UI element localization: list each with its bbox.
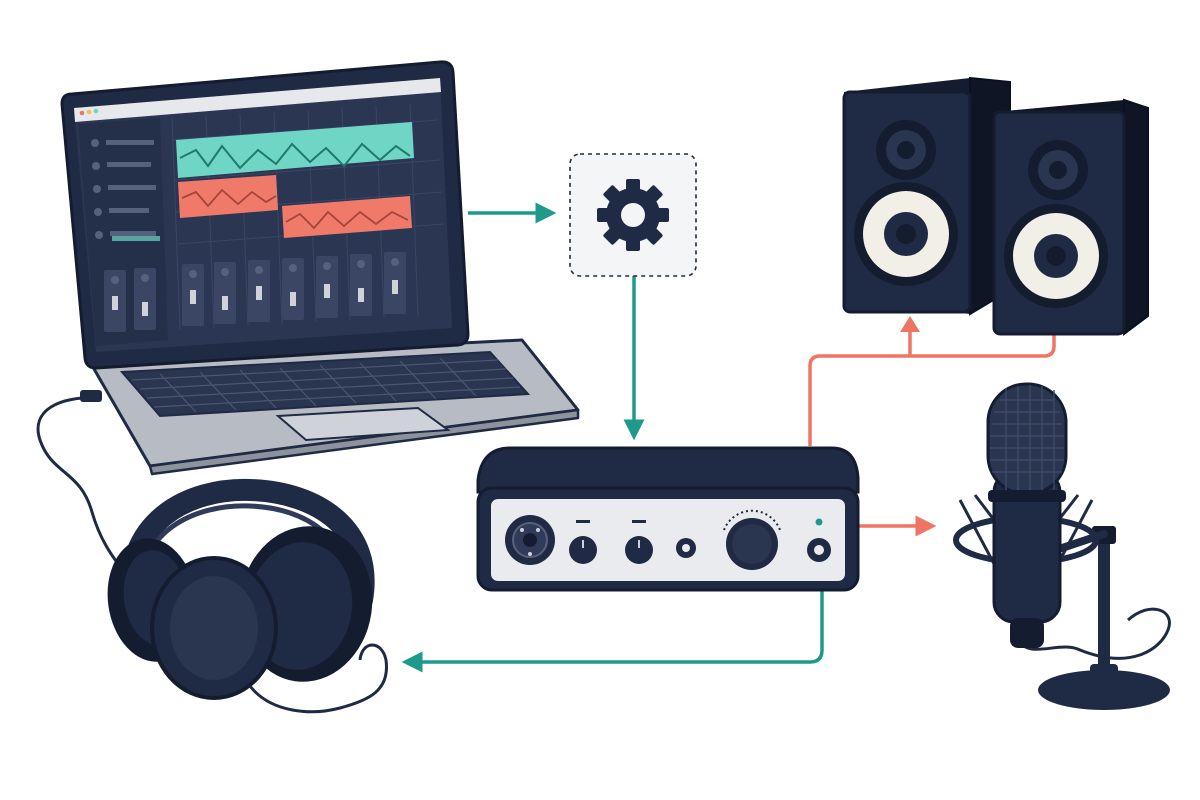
instrument-input-jack-icon xyxy=(676,538,696,558)
laptop-usb-plug xyxy=(80,390,102,402)
processing-node xyxy=(569,153,697,277)
interface-top-face xyxy=(476,446,860,494)
laptop-usb-cable xyxy=(36,396,126,573)
headphones-right-cup xyxy=(150,526,373,700)
mic-cable xyxy=(1016,607,1171,660)
daw-track-2-coral xyxy=(178,175,278,218)
gain-knob-1-icon xyxy=(569,520,597,564)
headphones-icon xyxy=(107,478,388,714)
connections xyxy=(401,202,1056,673)
speaker-left-icon xyxy=(842,76,1011,316)
window-maximize-icon xyxy=(93,108,99,114)
window-minimize-icon xyxy=(86,109,92,115)
headphone-output-jack-icon xyxy=(807,518,831,562)
laptop-keyboard xyxy=(119,350,531,418)
audio-interface-icon xyxy=(476,446,860,592)
connection-monitors-arrowhead xyxy=(900,316,920,332)
studio-monitors xyxy=(842,76,1149,336)
gain-knob-2-icon xyxy=(625,520,653,564)
gear-icon xyxy=(597,179,669,251)
headphones-cable xyxy=(248,643,388,714)
daw-mixer xyxy=(104,252,406,332)
speaker-right-icon xyxy=(992,98,1149,336)
laptop-daw-icon xyxy=(36,60,580,573)
mic-grille xyxy=(986,382,1068,502)
mic-stand-base xyxy=(1038,670,1170,710)
connection-interface-to-headphones xyxy=(401,556,824,673)
combo-input-jack-icon xyxy=(505,515,555,565)
daw-title-bar xyxy=(74,78,441,122)
microphone-icon xyxy=(953,382,1171,710)
laptop-trackpad xyxy=(275,406,451,442)
connection-interface-to-monitors xyxy=(808,330,1056,446)
volume-knob-icon xyxy=(723,509,781,570)
daw-screen xyxy=(74,78,452,352)
window-close-icon xyxy=(79,110,85,116)
